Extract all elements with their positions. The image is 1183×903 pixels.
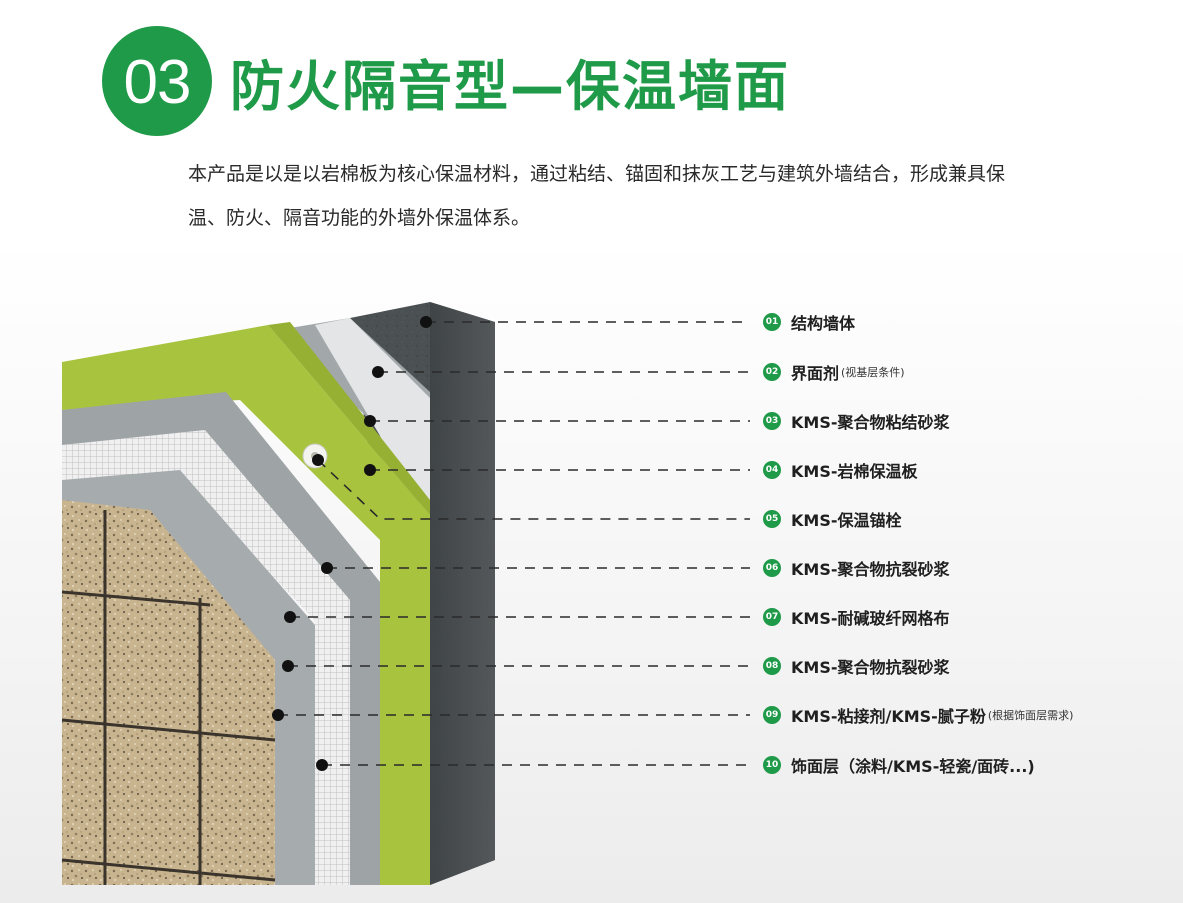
layer-label-note: (根据饰面层需求) — [987, 709, 1074, 722]
layer-label-text: KMS-耐碱玻纤网格布 — [791, 609, 950, 628]
layer-number-badge: 01 — [763, 313, 781, 331]
callout-dots — [272, 316, 432, 771]
layer-label-01: 01 结构墙体 — [763, 311, 855, 333]
layer-label-text: 结构墙体 — [791, 314, 856, 333]
layer-number-badge: 04 — [763, 461, 781, 479]
layer-number-badge: 06 — [763, 559, 781, 577]
layer-label-text: KMS-聚合物粘结砂浆 — [791, 413, 950, 432]
section-number-badge: 03 — [102, 26, 212, 136]
layer-label-text: KMS-粘接剂/KMS-腻子粉 — [791, 707, 986, 726]
layer-number-badge: 03 — [763, 412, 781, 430]
callout-line-05 — [317, 459, 750, 520]
layer-number-badge: 08 — [763, 657, 781, 675]
layer-label-text: 饰面层（涂料/KMS-轻瓷/面砖...) — [791, 757, 1035, 776]
layer-label-09: 09 KMS-粘接剂/KMS-腻子粉 (根据饰面层需求) — [763, 704, 1073, 726]
layer-rock-wool-board — [62, 322, 430, 885]
layer-label-text: KMS-聚合物抗裂砂浆 — [791, 560, 950, 579]
layer-glass-fiber-mesh — [62, 430, 350, 885]
layer-label-text: KMS-保温锚栓 — [791, 511, 902, 530]
layer-label-02: 02 界面剂 (视基层条件) — [763, 361, 905, 383]
layer-number-badge: 02 — [763, 363, 781, 381]
layer-label-text: KMS-聚合物抗裂砂浆 — [791, 658, 950, 677]
layer-label-note: (视基层条件) — [841, 366, 905, 379]
layer-label-text: KMS-岩棉保温板 — [791, 462, 918, 481]
layer-label-07: 07 KMS-耐碱玻纤网格布 — [763, 606, 950, 628]
layer-finish-tiles — [61, 500, 276, 885]
layer-anticrack-mortar-2 — [62, 470, 315, 885]
layer-label-03: 03 KMS-聚合物粘结砂浆 — [763, 410, 950, 432]
callout-lines — [278, 321, 750, 766]
layer-number-badge: 09 — [763, 706, 781, 724]
layer-label-text: 界面剂 — [791, 364, 840, 383]
layer-label-05: 05 KMS-保温锚栓 — [763, 508, 902, 530]
layer-anticrack-mortar — [62, 392, 380, 885]
section-number: 03 — [123, 47, 192, 117]
layer-label-04: 04 KMS-岩棉保温板 — [763, 459, 918, 481]
layer-label-10: 10 饰面层（涂料/KMS-轻瓷/面砖...) — [763, 754, 1035, 776]
page-title: 防火隔音型—保温墙面 — [230, 55, 790, 118]
layer-number-badge: 07 — [763, 608, 781, 626]
layer-label-08: 08 KMS-聚合物抗裂砂浆 — [763, 655, 950, 677]
layer-number-badge: 05 — [763, 510, 781, 528]
layer-number-badge: 10 — [763, 756, 781, 774]
layer-label-06: 06 KMS-聚合物抗裂砂浆 — [763, 557, 950, 579]
product-description: 本产品是以是以岩棉板为核心保温材料，通过粘结、锚固和抹灰工艺与建筑外墙结合，形成… — [188, 163, 1006, 229]
